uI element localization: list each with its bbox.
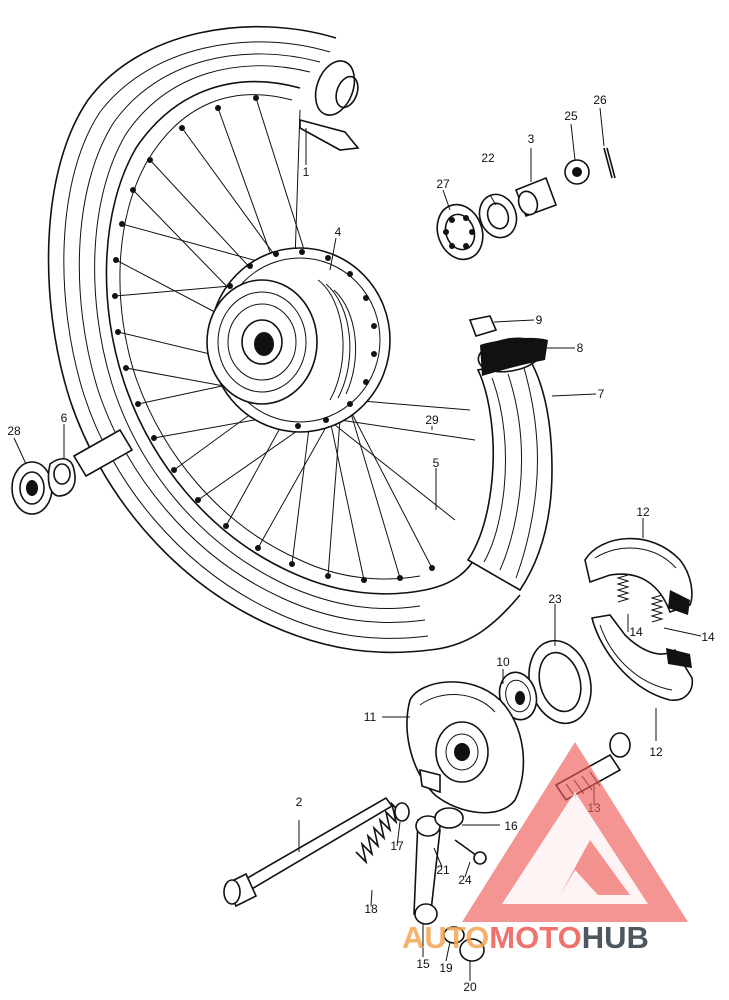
leader-lines: [13, 107, 702, 981]
part-label-4: 4: [335, 225, 342, 239]
brake-shoes: [584, 537, 694, 701]
part-label-25: 25: [564, 109, 578, 123]
part-label-20: 20: [463, 980, 477, 994]
part-label-23: 23: [548, 592, 562, 606]
part-label-22: 22: [481, 151, 495, 165]
part-label-16: 16: [504, 819, 518, 833]
part-label-9: 9: [536, 313, 543, 327]
part-label-27: 27: [436, 177, 450, 191]
part-label-6: 6: [61, 411, 68, 425]
part-label-21: 21: [436, 863, 450, 877]
brake-panel: [406, 681, 525, 814]
part-label-18: 18: [364, 902, 378, 916]
wheel-hub: [206, 247, 391, 433]
tire-cutaway-section: [466, 315, 553, 592]
part-label-7: 7: [598, 387, 605, 401]
part-label-26: 26: [593, 93, 607, 107]
part-labels: 1 2 3 4 5 6 7 8 9 10 11 12 12 13 14 14 1…: [7, 93, 715, 994]
dust-seal: [528, 639, 592, 725]
part-label-24: 24: [458, 873, 472, 887]
speedometer-gear: [498, 671, 538, 721]
right-bearings: [436, 147, 616, 261]
part-label-2: 2: [296, 795, 303, 809]
part-label-14-left: 14: [629, 625, 643, 639]
part-label-12-bottom: 12: [649, 745, 663, 759]
watermark: AUTOMOTOHUB: [402, 742, 688, 955]
axle: [223, 796, 394, 908]
part-label-15: 15: [416, 957, 430, 971]
part-label-10: 10: [496, 655, 510, 669]
part-label-28: 28: [7, 424, 21, 438]
watermark-brand: AUTOMOTOHUB: [402, 920, 649, 955]
part-label-12-top: 12: [636, 505, 650, 519]
watermark-logo-icon: [462, 742, 688, 922]
left-bearing-and-collar: [11, 428, 134, 515]
part-label-8: 8: [577, 341, 584, 355]
part-label-5: 5: [433, 456, 440, 470]
brake-arm-hardware: [355, 801, 487, 962]
part-label-11: 11: [364, 710, 377, 724]
part-label-29: 29: [425, 413, 439, 427]
part-label-17: 17: [390, 839, 404, 853]
part-label-14-right: 14: [701, 630, 715, 644]
part-label-1: 1: [303, 165, 310, 179]
part-label-3: 3: [528, 132, 535, 146]
part-label-19: 19: [439, 961, 453, 975]
